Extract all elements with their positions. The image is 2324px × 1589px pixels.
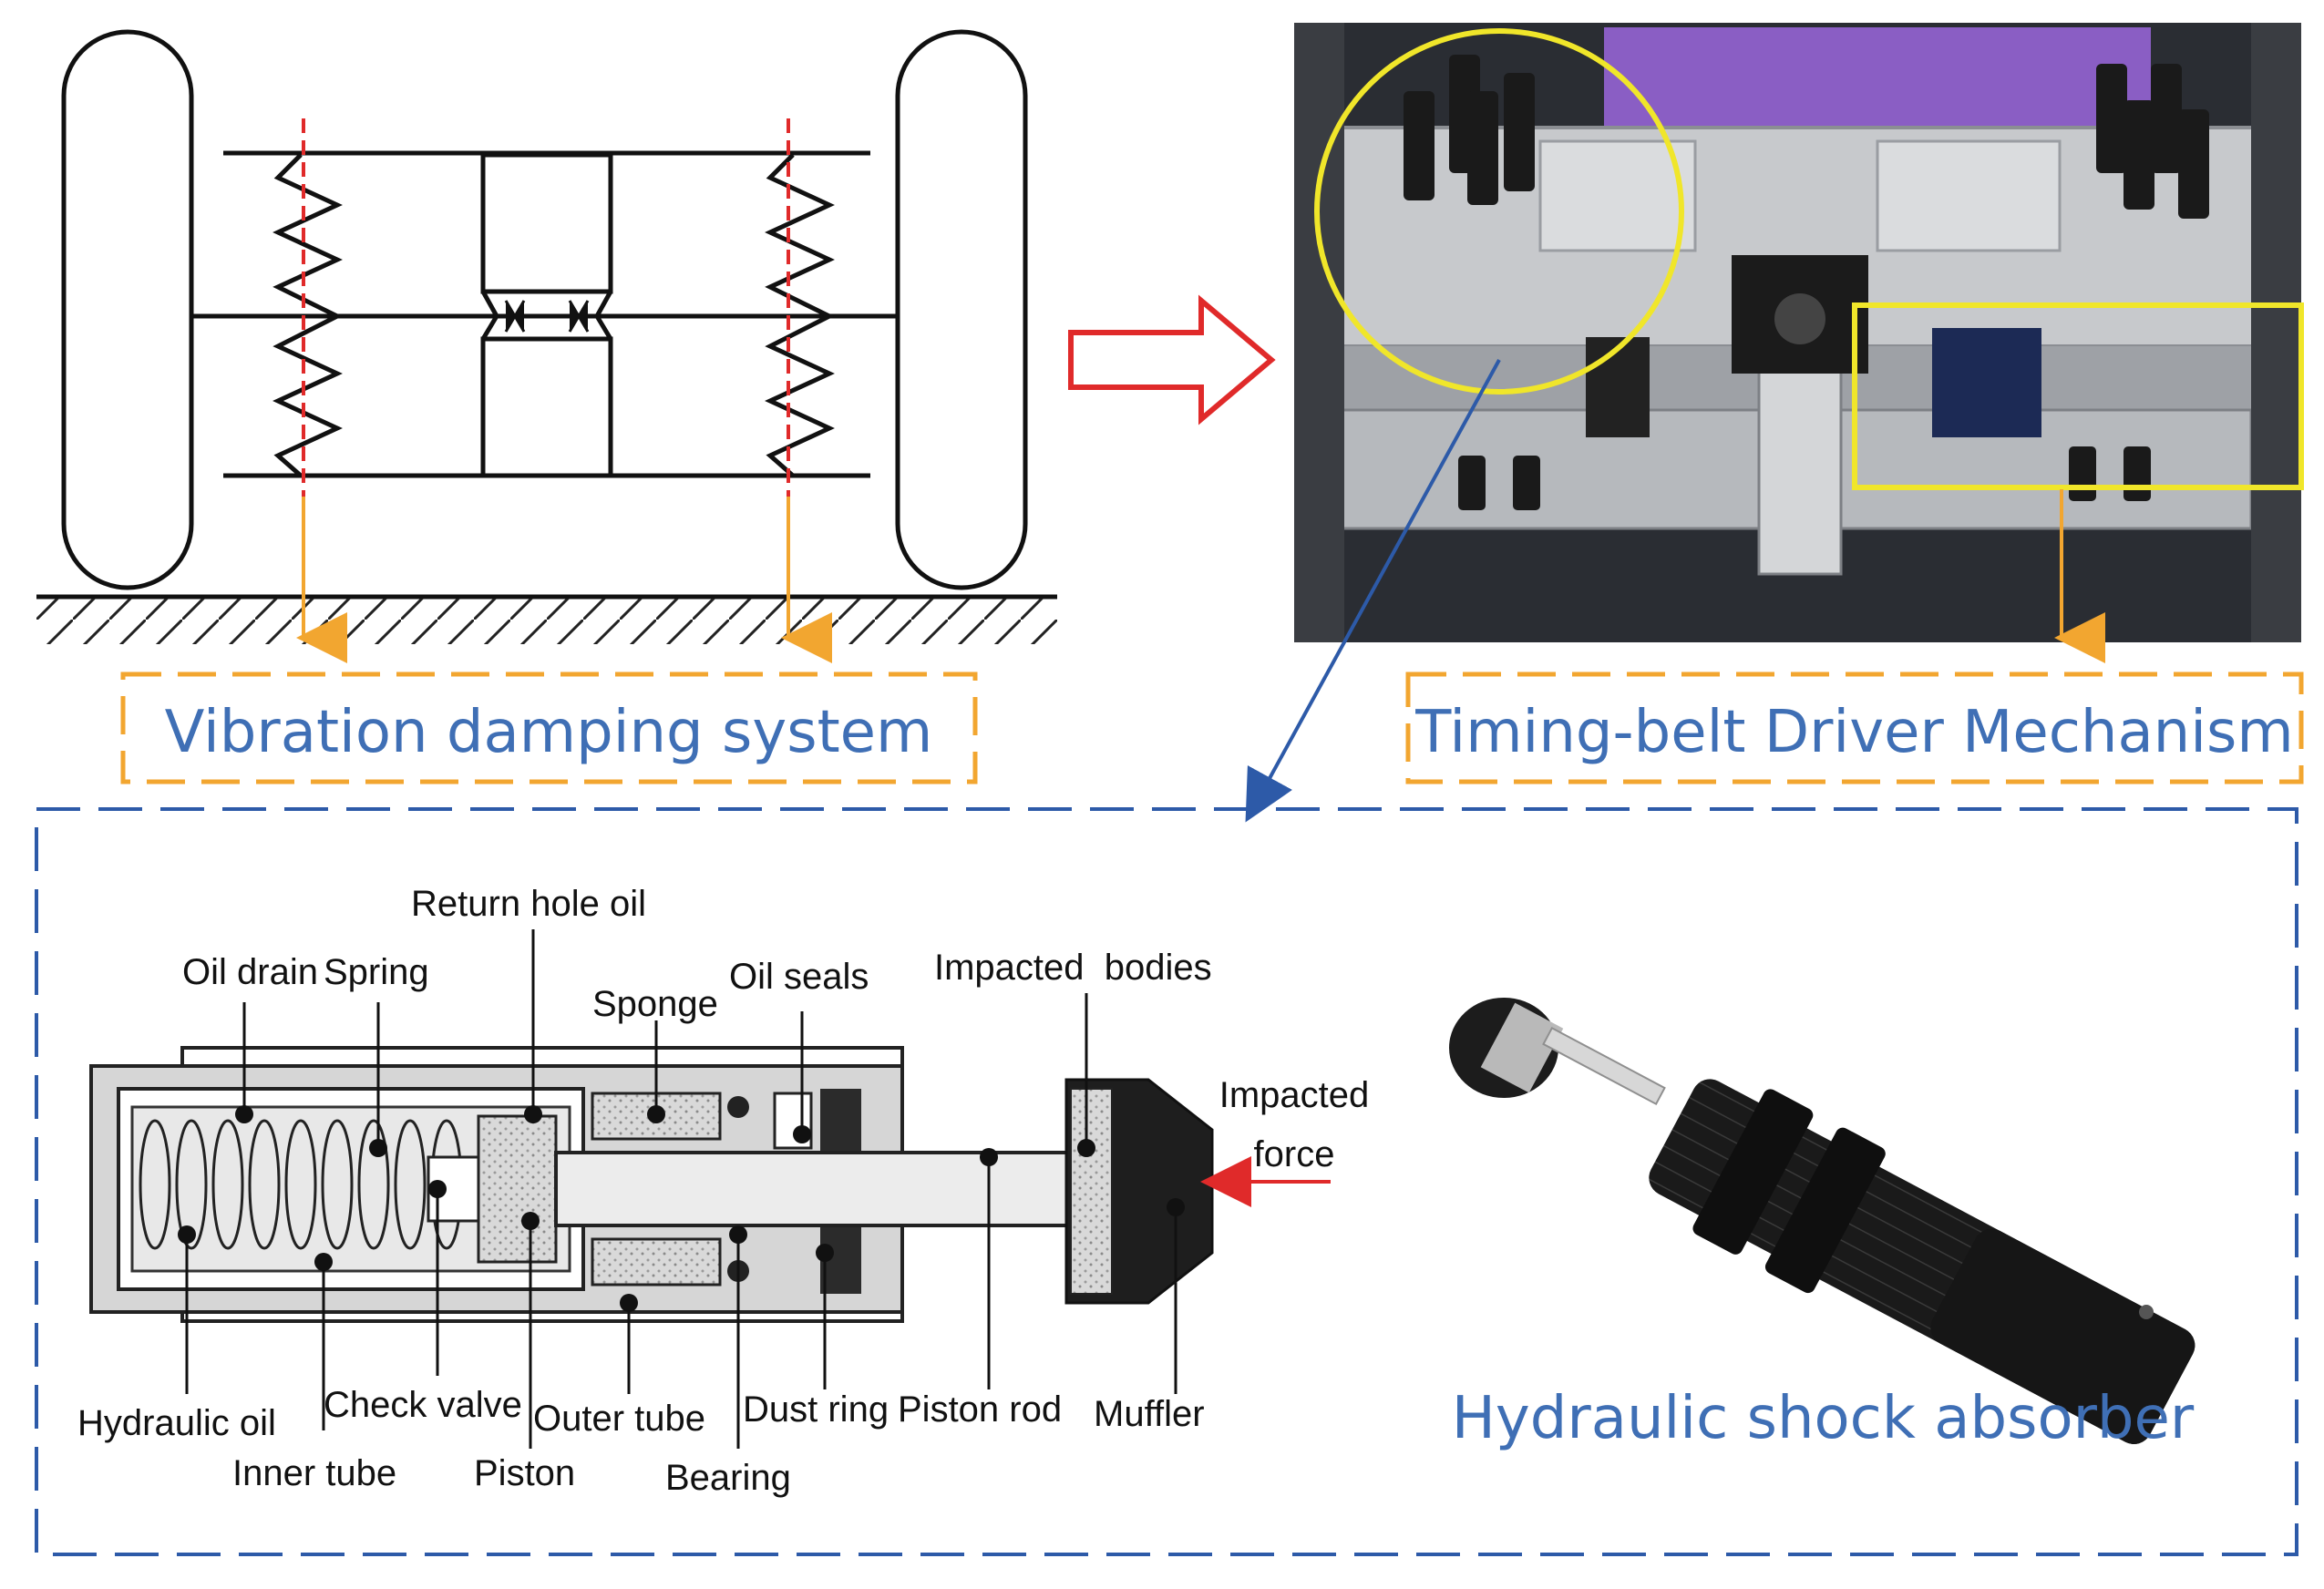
label-muffler: Muffler [1094,1394,1205,1434]
left-spring [273,153,343,477]
highlight-circle [1314,28,1684,395]
timing-belt-photo [1294,23,2304,663]
label-impacted-bodies: Impacted bodies [934,948,1212,988]
timing-caption: Timing-belt Driver Mechanism [1414,699,2293,766]
shock-absorber-cross-section [89,929,1331,1449]
label-return-hole-oil: Return hole oil [411,884,646,924]
ground-hatch [36,599,1057,644]
label-check-valve: Check valve [324,1385,522,1425]
vibration-caption-box [120,671,978,784]
timing-caption-box [1405,671,2304,784]
label-impacted-force-line2: force [1254,1134,1335,1174]
label-outer-tube: Outer tube [533,1399,705,1439]
label-piston: Piston [474,1453,575,1493]
label-hydraulic-oil: Hydraulic oil [77,1403,276,1443]
central-damper-lower [480,336,613,478]
bottom-panel-frame [35,807,2298,1556]
left-wheel [61,29,194,590]
label-impacted-force-line1: Impacted [1219,1075,1370,1115]
label-oil-seals: Oil seals [729,957,869,997]
label-dust-ring: Dust ring [743,1389,889,1430]
vibration-caption: Vibration damping system [165,699,933,766]
label-piston-rod: Piston rod [898,1389,1062,1430]
right-wheel [895,29,1028,590]
shock-absorber-product-image [1449,998,2195,1444]
vibration-schematic [36,29,1057,663]
label-bearing: Bearing [665,1458,791,1498]
right-spring [765,153,835,477]
blue-connector-arrow [1245,359,1501,823]
red-hollow-arrow [1068,294,1276,425]
label-spring: Spring [324,952,429,992]
label-inner-tube: Inner tube [232,1453,396,1493]
hydraulic-caption: Hydraulic shock absorber [1452,1385,2195,1452]
label-oil-drain: Oil drain [182,952,318,992]
label-sponge: Sponge [592,984,718,1024]
central-damper-upper [480,152,613,294]
highlight-rectangle [1852,302,2304,490]
